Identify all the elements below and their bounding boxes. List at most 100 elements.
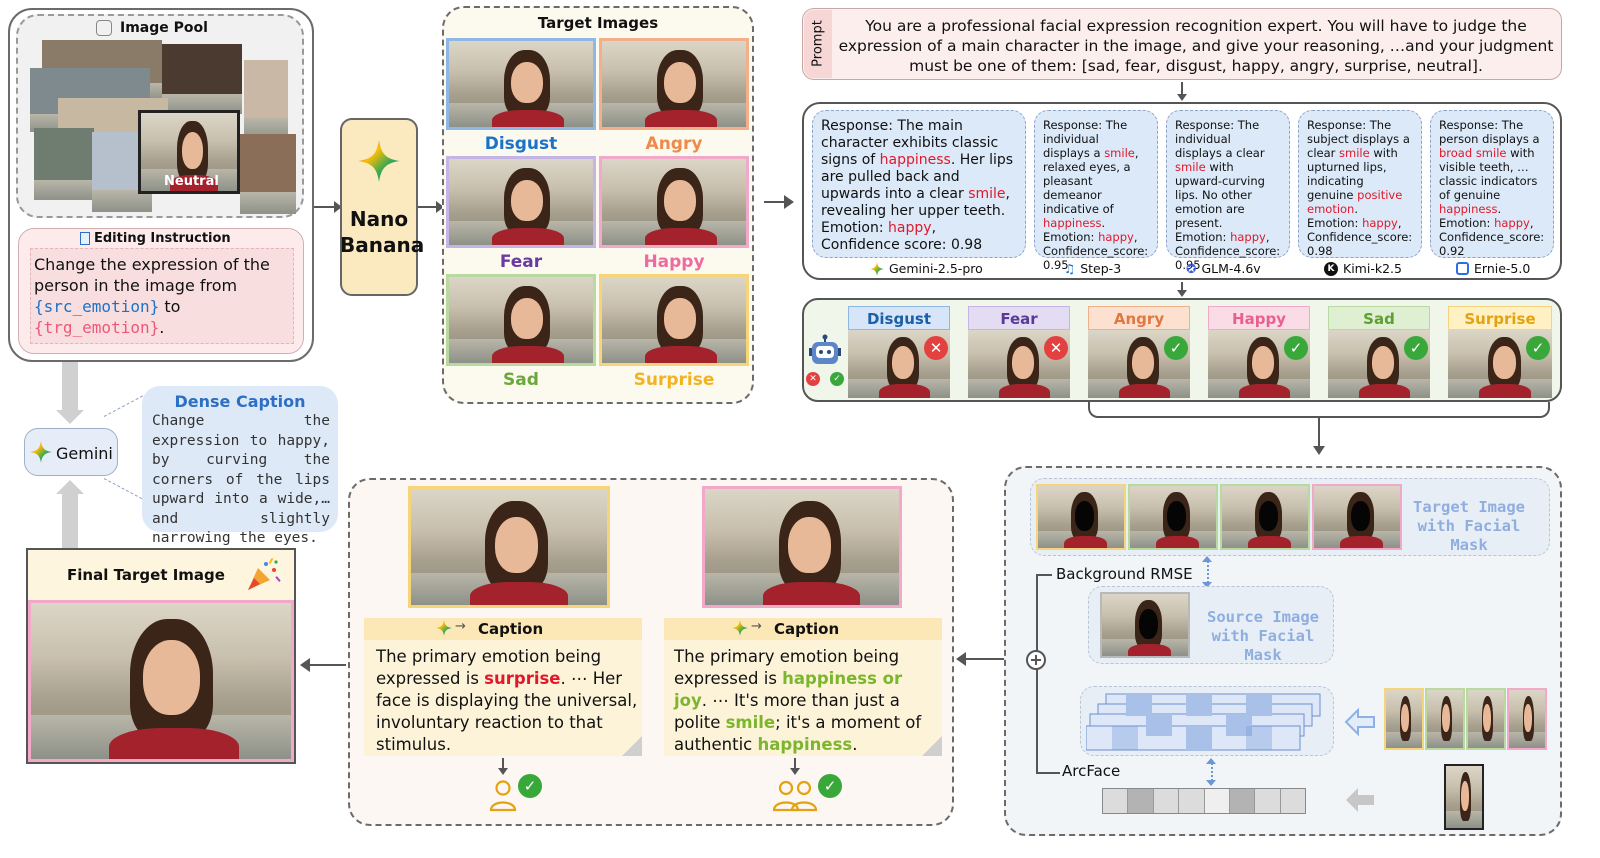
- background-rmse-label: Background RMSE: [1056, 565, 1193, 583]
- document-icon: [80, 232, 90, 245]
- verify-header-fear: Fear: [968, 306, 1070, 330]
- verify-image-sad: [1328, 330, 1430, 398]
- neutral-label: Neutral: [164, 174, 219, 189]
- pool-photo-8: [240, 134, 296, 214]
- kimi-icon: K: [1324, 261, 1338, 276]
- prompt-tag: [804, 10, 832, 78]
- arrowhead: [498, 768, 508, 775]
- sparkle-icon: [358, 140, 400, 182]
- grey-arrow-final-to-gemini: [62, 494, 78, 548]
- network-layers-icon: [1085, 690, 1326, 752]
- verify-image-fear: [968, 330, 1070, 398]
- caption-card-1: [364, 618, 642, 756]
- ernie-icon: [1456, 262, 1469, 275]
- single-annotator-icon: [488, 778, 518, 812]
- group-annotator-icon: [772, 778, 818, 812]
- target-image-happy: [599, 156, 749, 248]
- pool-photo-neutral: [138, 110, 240, 194]
- target-label-sad: Sad: [503, 370, 539, 390]
- image-pool-title: Image Pool: [120, 20, 208, 36]
- source-face-crop: [1444, 764, 1484, 830]
- robot-icon: [808, 334, 842, 368]
- fail-icon: ✕: [924, 336, 948, 360]
- branch-line-bottom: [1036, 772, 1060, 774]
- model-gemini: Gemini-2.5-pro: [870, 261, 983, 276]
- step-icon: ♫: [1064, 261, 1076, 276]
- model-glm: ✪GLM-4.6v: [1186, 261, 1261, 276]
- target-mask-image-1: [1036, 484, 1126, 550]
- gemini-icon: [870, 261, 884, 276]
- hollow-arrow-left-icon: [1344, 707, 1376, 737]
- response-step3: Response: The individual displays a smil…: [1034, 110, 1158, 272]
- arrow-right-icon: →: [751, 619, 762, 634]
- gemini-logo-icon: [30, 441, 52, 463]
- editing-instruction-text: Change the expression of the person in t…: [34, 255, 270, 337]
- arrowhead: [1313, 446, 1325, 455]
- arrowhead: [436, 201, 444, 213]
- arrow-responses-down: [1181, 282, 1183, 292]
- arrowhead: [334, 201, 342, 213]
- caption-card-2-header: [664, 618, 942, 640]
- pool-photo-6: [34, 128, 94, 200]
- pass-icon: ✓: [818, 774, 842, 798]
- arrow-right-icon: →: [455, 619, 466, 634]
- branch-line-top: [1036, 574, 1052, 576]
- arrowhead: [956, 652, 966, 666]
- arrowhead: [300, 658, 310, 672]
- target-label-surprise: Surprise: [633, 370, 715, 390]
- grey-arrow-left-icon: [1344, 786, 1376, 814]
- final-target-title: Final Target Image: [67, 566, 225, 584]
- caption-image-surprise: [408, 486, 610, 608]
- model-step3: ♫Step-3: [1064, 261, 1122, 276]
- pass-icon: ✓: [1526, 336, 1550, 360]
- target-mask-image-3: [1220, 484, 1310, 550]
- caption-2-text: The primary emotion being expressed is h…: [674, 647, 922, 754]
- target-image-disgust: [446, 38, 596, 130]
- gemini-label: Gemini: [56, 444, 113, 463]
- dense-caption-title: Dense Caption: [174, 392, 306, 411]
- feature-vector: [1102, 788, 1306, 814]
- target-mask-image-4: [1312, 484, 1402, 550]
- prompt-text: You are a professional facial expression…: [838, 17, 1554, 75]
- grey-arrowhead: [56, 410, 84, 424]
- verify-header-angry: Angry: [1088, 306, 1190, 330]
- dense-caption-text: Change the expression to happy, by curvi…: [152, 413, 330, 546]
- verify-header-surprise: Surprise: [1448, 306, 1552, 330]
- card-fold: [622, 736, 642, 756]
- arrowhead: [1202, 582, 1212, 588]
- target-label-happy: Happy: [643, 252, 705, 272]
- caption-1-text: The primary emotion being expressed is s…: [376, 647, 638, 754]
- pass-icon: ✓: [1284, 336, 1308, 360]
- response-glm: Response: The individual displays a clea…: [1166, 110, 1290, 272]
- arrow-brace-down: [1318, 418, 1320, 448]
- rmse-double-arrow: [1207, 558, 1209, 586]
- face-crops: [1384, 688, 1548, 750]
- caption-card-2: [664, 618, 942, 756]
- pass-icon: ✓: [1404, 336, 1428, 360]
- response-kimi: Response: The subject displays a clear s…: [1298, 110, 1422, 258]
- model-ernie: Ernie-5.0: [1456, 261, 1530, 276]
- fail-icon: ✕: [1044, 336, 1068, 360]
- pass-icon: ✓: [1164, 336, 1188, 360]
- target-label-angry: Angry: [645, 134, 703, 154]
- arrow-targets-to-judges: [764, 201, 786, 203]
- target-images-title: Target Images: [537, 14, 659, 32]
- target-image-sad: [446, 274, 596, 366]
- verify-header-sad: Sad: [1328, 306, 1430, 330]
- verify-header-happy: Happy: [1208, 306, 1310, 330]
- arrowhead: [790, 768, 800, 775]
- pool-photo-2: [162, 44, 242, 114]
- arrow-prompt-down: [1181, 82, 1183, 96]
- arcface-double-arrow: [1211, 760, 1213, 784]
- party-popper-icon: [244, 556, 282, 594]
- target-image-fear: [446, 156, 596, 248]
- target-image-angry: [599, 38, 749, 130]
- branch-line: [1036, 574, 1038, 774]
- arrowhead: [784, 195, 794, 209]
- caption-2-title: Caption: [774, 620, 840, 638]
- source-mask-label: Source Image with Facial Mask: [1207, 608, 1319, 664]
- gemini-small-icon: [436, 620, 452, 636]
- target-label-fear: Fear: [499, 252, 543, 272]
